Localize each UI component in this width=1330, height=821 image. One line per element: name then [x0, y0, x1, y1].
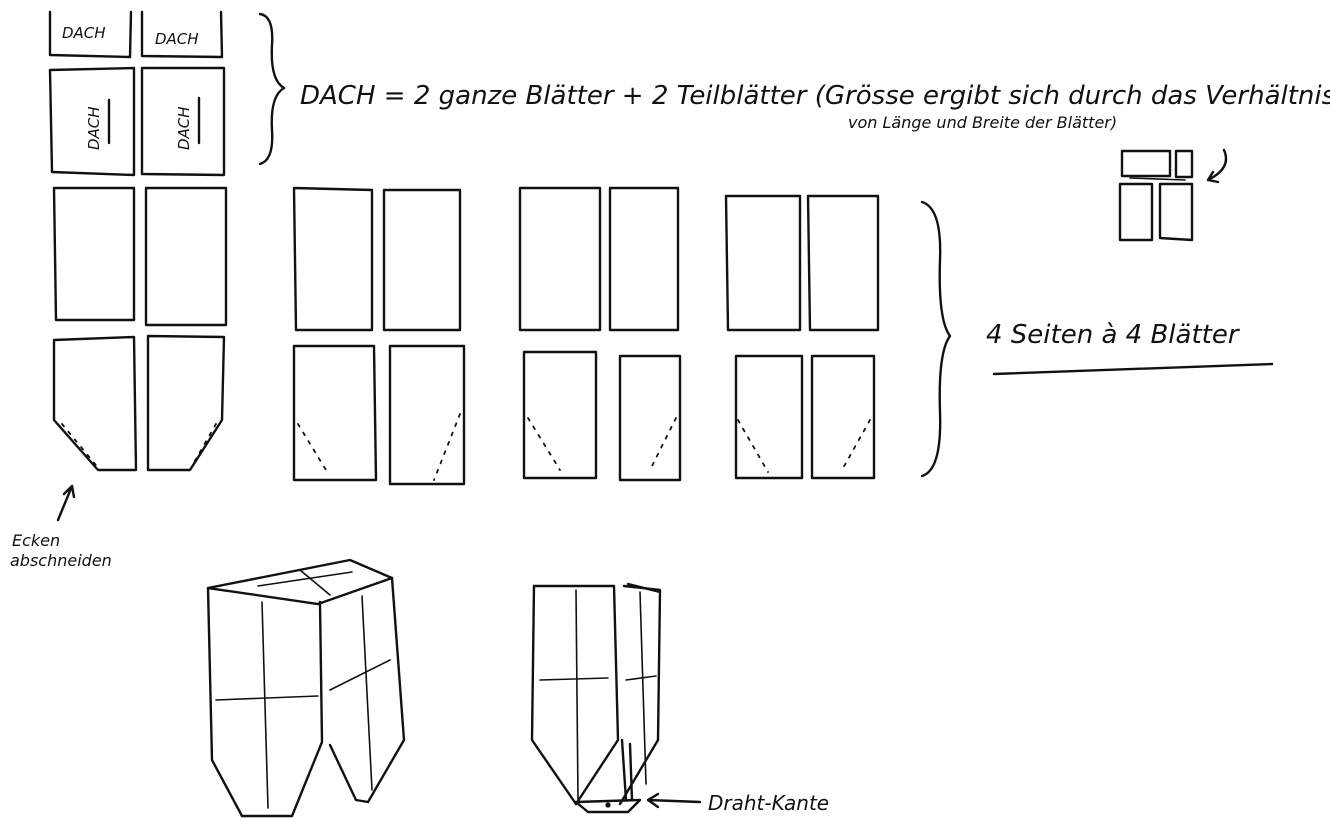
pointer-arrow-icon — [1208, 150, 1226, 182]
roof-tile-label: DACH — [62, 24, 106, 42]
assembled-lantern-left — [208, 560, 404, 816]
sides-brace — [922, 202, 950, 476]
corners-note-line1: Ecken — [12, 531, 60, 550]
assembled-lantern-right — [532, 584, 660, 812]
sides-label: 4 Seiten à 4 Blätter — [986, 320, 1241, 350]
wire-edge-label: Draht-Kante — [708, 791, 829, 815]
roof-formula: DACH = 2 ganze Blätter + 2 Teilblätter (… — [300, 81, 1330, 111]
wire-point-icon — [605, 802, 610, 807]
arrow-up-icon — [58, 486, 74, 520]
roof-tile-label: DACH — [175, 106, 193, 150]
roof-panel-group: DACH DACH DACH DACH — [50, 12, 224, 175]
roof-formula-line2: von Länge und Breite der Blätter) — [848, 113, 1117, 132]
side-3 — [520, 188, 680, 480]
side-1 — [54, 188, 226, 470]
side-4 — [726, 196, 878, 478]
arrow-left-icon — [648, 794, 700, 807]
sides-label-underline — [994, 364, 1272, 374]
roof-tile-label: DACH — [85, 106, 103, 150]
side-2 — [294, 188, 464, 484]
roof-brace — [260, 14, 284, 164]
roof-layout-mini-diagram — [1120, 150, 1226, 240]
roof-tile-label: DACH — [155, 30, 199, 48]
corners-note-line2: abschneiden — [10, 551, 112, 570]
